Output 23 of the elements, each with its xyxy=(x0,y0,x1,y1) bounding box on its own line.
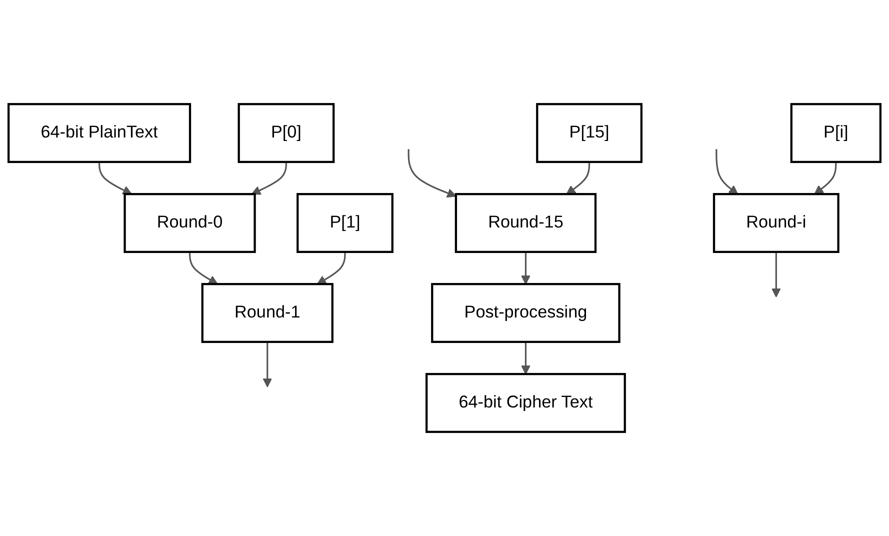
process-box: 64-bit PlainText xyxy=(8,103,192,164)
arrow xyxy=(98,162,132,195)
process-box: 64-bit Cipher Text xyxy=(426,372,626,433)
arrow xyxy=(771,252,781,298)
arrow xyxy=(521,342,530,374)
arrow xyxy=(408,149,456,198)
process-box: Round-15 xyxy=(454,193,597,253)
process-box: P[15] xyxy=(536,103,642,164)
arrow xyxy=(188,252,218,284)
arrow xyxy=(251,162,287,195)
process-box: Round-0 xyxy=(124,193,256,253)
arrow xyxy=(716,149,738,195)
process-box: P[1] xyxy=(296,193,394,253)
arrow xyxy=(521,252,530,284)
process-box: Round-1 xyxy=(201,283,334,343)
arrow xyxy=(566,162,590,195)
process-box: Post-processing xyxy=(431,283,620,343)
process-box: Round-i xyxy=(712,193,840,253)
process-box: P[0] xyxy=(238,103,335,164)
process-box: P[i] xyxy=(790,103,882,164)
arrow xyxy=(814,162,837,195)
arrow xyxy=(262,342,272,388)
arrow xyxy=(316,252,346,284)
